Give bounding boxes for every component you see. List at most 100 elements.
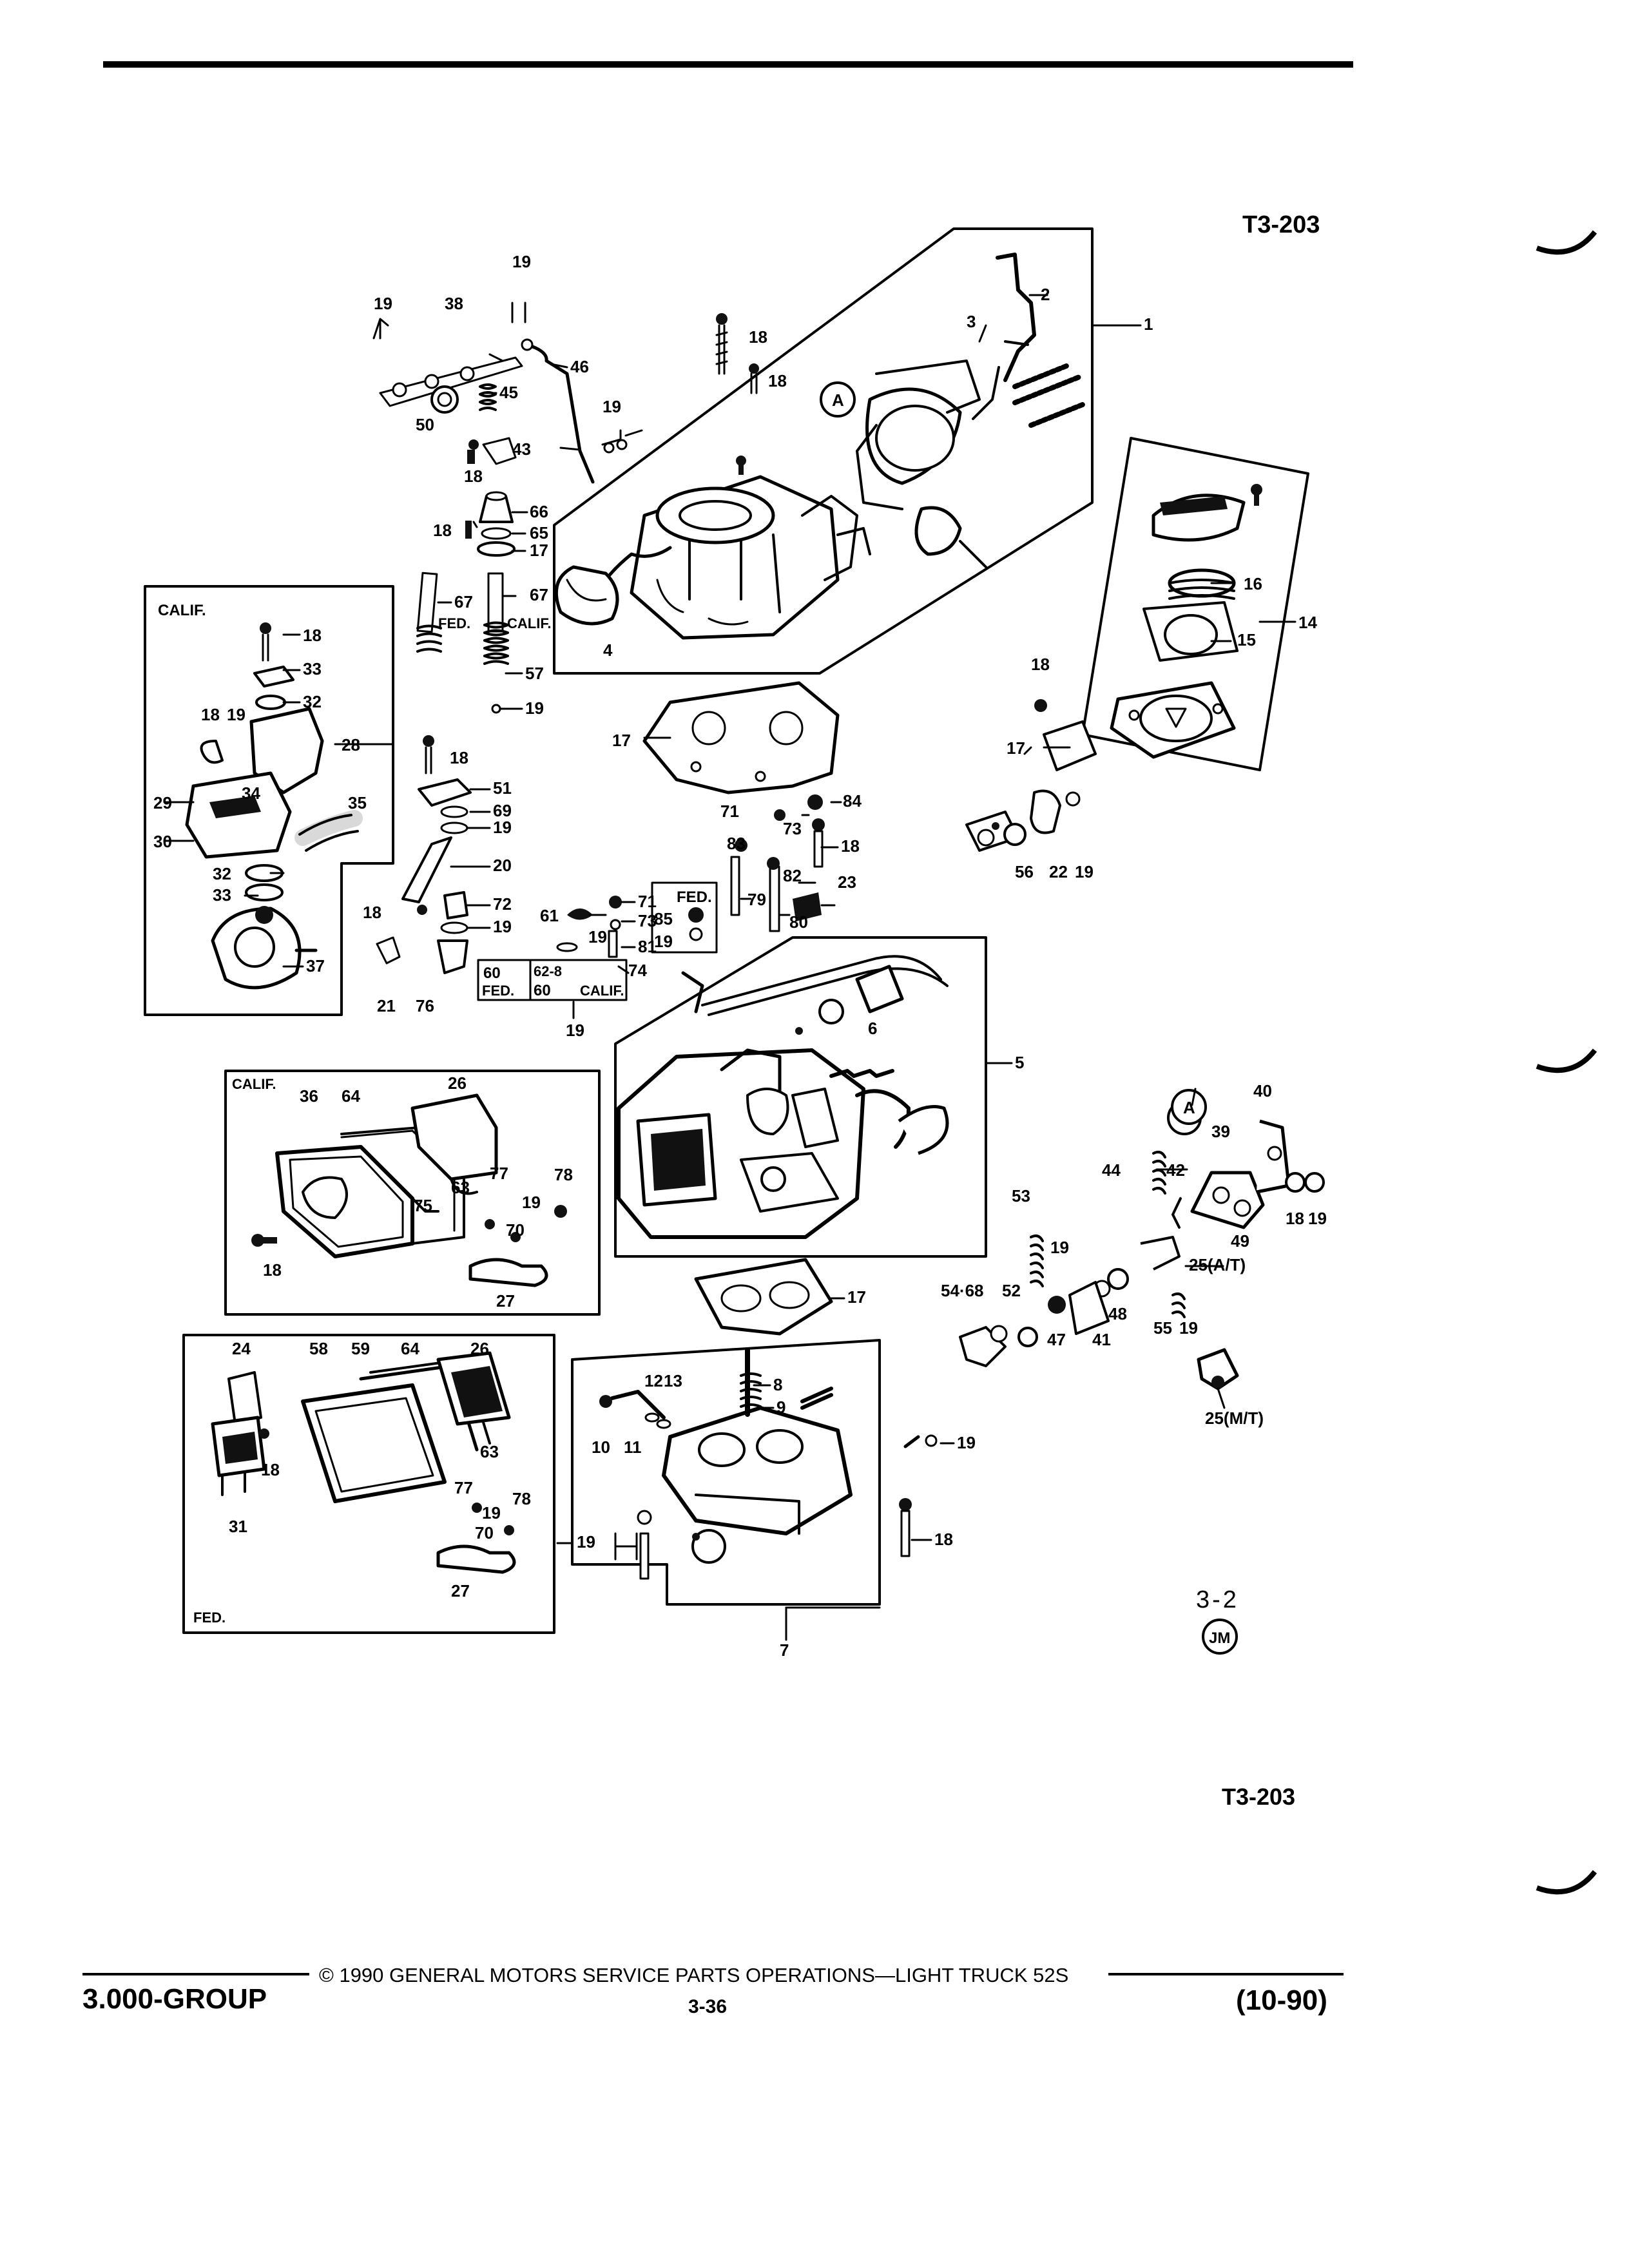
callout-4: 4 [603, 640, 613, 660]
callout-51: 51 [493, 778, 512, 798]
callout-18-f: 18 [303, 626, 322, 645]
center-column-parts [376, 735, 472, 974]
callout-18-r: 18 [934, 1530, 953, 1549]
callout-61: 61 [540, 906, 559, 925]
clip-19-throttle [903, 1435, 920, 1448]
calif-lower-frame [224, 1070, 601, 1316]
callout-27-b: 27 [451, 1581, 470, 1600]
callout-18-b: 18 [768, 371, 787, 390]
callout-2: 2 [1041, 285, 1050, 304]
callout-66: 66 [530, 502, 548, 521]
callout-19-h: 19 [493, 818, 512, 837]
binding-mark-3 [1536, 1870, 1597, 1895]
callout-3: 3 [967, 312, 976, 331]
throttle-body-frame [571, 1339, 881, 1606]
callout-25-at: 25(A/T) [1189, 1255, 1246, 1274]
callout-70-a: 70 [506, 1220, 525, 1240]
callout-17-right: 17 [1007, 738, 1025, 758]
copyright-line: © 1990 GENERAL MOTORS SERVICE PARTS OPER… [319, 1964, 1069, 1986]
binding-mark-2 [1536, 1048, 1597, 1073]
section-reference: 3-2 [1196, 1586, 1239, 1613]
callout-18-i: 18 [363, 903, 381, 922]
callout-22: 22 [1049, 862, 1068, 881]
callout-circle-a-top [820, 381, 856, 418]
callout-70-b: 70 [475, 1523, 494, 1542]
callout-33-b: 33 [213, 885, 231, 905]
callout-23: 23 [838, 872, 856, 892]
callout-1: 1 [1144, 314, 1153, 334]
callout-19-p: 19 [482, 1503, 501, 1523]
calif-upper-frame [144, 585, 394, 1016]
callout-36: 36 [300, 1086, 318, 1106]
main-body-frame [614, 936, 987, 1258]
callout-60-a: 60 [483, 965, 501, 982]
callout-84: 84 [843, 791, 862, 811]
label-calif-upper: CALIF. [158, 602, 206, 619]
callout-59: 59 [351, 1339, 370, 1358]
callout-63-a: 63 [451, 1178, 470, 1197]
callout-26-a: 26 [448, 1073, 467, 1093]
fed-lower-frame [182, 1334, 555, 1634]
jet-variant-frame [477, 959, 628, 1001]
callout-19-mid: 19 [602, 397, 621, 416]
callout-47: 47 [1047, 1330, 1066, 1349]
callout-62-8: 62-8 [534, 963, 562, 979]
callout-54-68: 54·68 [941, 1281, 984, 1300]
right-linkage-parts [965, 789, 1081, 852]
callout-63-b: 63 [480, 1442, 499, 1461]
callout-19-i: 19 [493, 917, 512, 936]
callout-19-r: 19 [957, 1433, 976, 1452]
lower-gasket [694, 1258, 833, 1336]
callout-17-stack: 17 [530, 541, 548, 560]
calif-upper-parts [185, 622, 363, 990]
callout-19-j: 19 [588, 927, 607, 947]
callout-67-a: 67 [454, 592, 473, 611]
callout-72: 72 [493, 894, 512, 914]
callout-77-b: 77 [454, 1478, 473, 1497]
callout-a-right: A [1183, 1098, 1195, 1117]
reference-code-top: T3-203 [1242, 211, 1320, 238]
callout-82: 82 [783, 866, 802, 885]
callout-18-p: 18 [261, 1460, 280, 1479]
callout-31: 31 [229, 1517, 247, 1536]
callout-26-b: 26 [470, 1339, 489, 1358]
label-calif-inline: CALIF. [507, 615, 551, 631]
callout-18-g: 18 [201, 705, 220, 724]
label-fed-lower: FED. [193, 1610, 226, 1626]
callout-a-top: A [832, 390, 844, 410]
float-chamber-frame [1081, 437, 1309, 771]
callout-80: 80 [789, 912, 808, 932]
binding-mark-1 [1536, 230, 1597, 255]
callout-60-b: 60 [534, 982, 551, 999]
callout-21: 21 [377, 996, 396, 1015]
callout-46: 46 [570, 357, 589, 376]
callout-18-c: 18 [1031, 655, 1050, 674]
callout-6: 6 [868, 1019, 877, 1038]
label-fed-small: FED. [677, 889, 712, 906]
callout-39: 39 [1211, 1122, 1230, 1141]
callout-16: 16 [1244, 574, 1262, 593]
callout-64-a: 64 [342, 1086, 360, 1106]
callout-38: 38 [445, 294, 463, 313]
callout-71-a: 71 [638, 892, 657, 911]
revision-date: (10-90) [1236, 1984, 1327, 2016]
callout-18-a: 18 [749, 327, 767, 347]
callout-45: 45 [499, 383, 518, 402]
callout-25-mt: 25(M/T) [1205, 1408, 1264, 1428]
callout-49: 49 [1231, 1231, 1249, 1251]
carburetor-upper-body [554, 456, 871, 640]
callout-14: 14 [1298, 613, 1317, 632]
callout-56: 56 [1015, 862, 1034, 881]
callout-65: 65 [530, 523, 548, 543]
callout-28: 28 [342, 735, 360, 754]
jet-parts-middle [556, 794, 825, 958]
callout-18-m: 18 [841, 836, 860, 856]
choke-diaphragm-units [856, 253, 1085, 568]
callout-73-b: 73 [783, 819, 802, 838]
callout-53: 53 [1012, 1186, 1030, 1206]
callout-73-a: 73 [638, 911, 657, 930]
callout-19-s: 19 [1308, 1209, 1327, 1228]
fed-lower-parts [211, 1351, 516, 1574]
leader-lines [163, 294, 1296, 1641]
callout-19-l: 19 [654, 932, 673, 951]
